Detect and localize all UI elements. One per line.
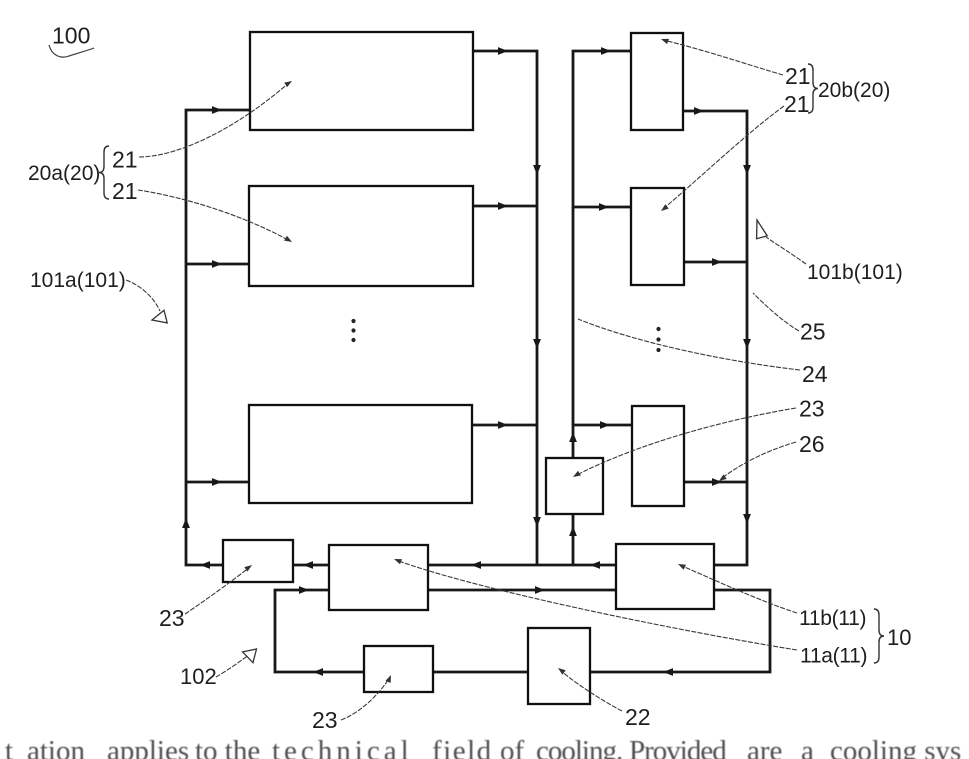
svg-text:21: 21 bbox=[784, 91, 810, 117]
svg-text:21: 21 bbox=[785, 63, 811, 89]
svg-text:20b(20): 20b(20) bbox=[818, 79, 890, 102]
svg-text:20a(20): 20a(20) bbox=[28, 162, 100, 185]
svg-text:21: 21 bbox=[112, 178, 138, 204]
svg-text:11a(11): 11a(11) bbox=[800, 645, 867, 668]
svg-text:21: 21 bbox=[112, 147, 138, 173]
svg-text:24: 24 bbox=[802, 361, 828, 387]
svg-text:11b(11): 11b(11) bbox=[799, 607, 866, 630]
svg-text:101b(101): 101b(101) bbox=[807, 261, 903, 284]
svg-text:101a(101): 101a(101) bbox=[30, 269, 126, 292]
svg-text:22: 22 bbox=[625, 704, 651, 730]
svg-text:23: 23 bbox=[159, 605, 185, 631]
svg-text:23: 23 bbox=[799, 396, 825, 422]
svg-text:102: 102 bbox=[180, 664, 217, 689]
svg-text:25: 25 bbox=[800, 319, 826, 345]
svg-text:100: 100 bbox=[52, 23, 90, 49]
svg-text:26: 26 bbox=[799, 431, 825, 457]
svg-text:23: 23 bbox=[312, 707, 338, 733]
svg-text:10: 10 bbox=[887, 625, 911, 650]
